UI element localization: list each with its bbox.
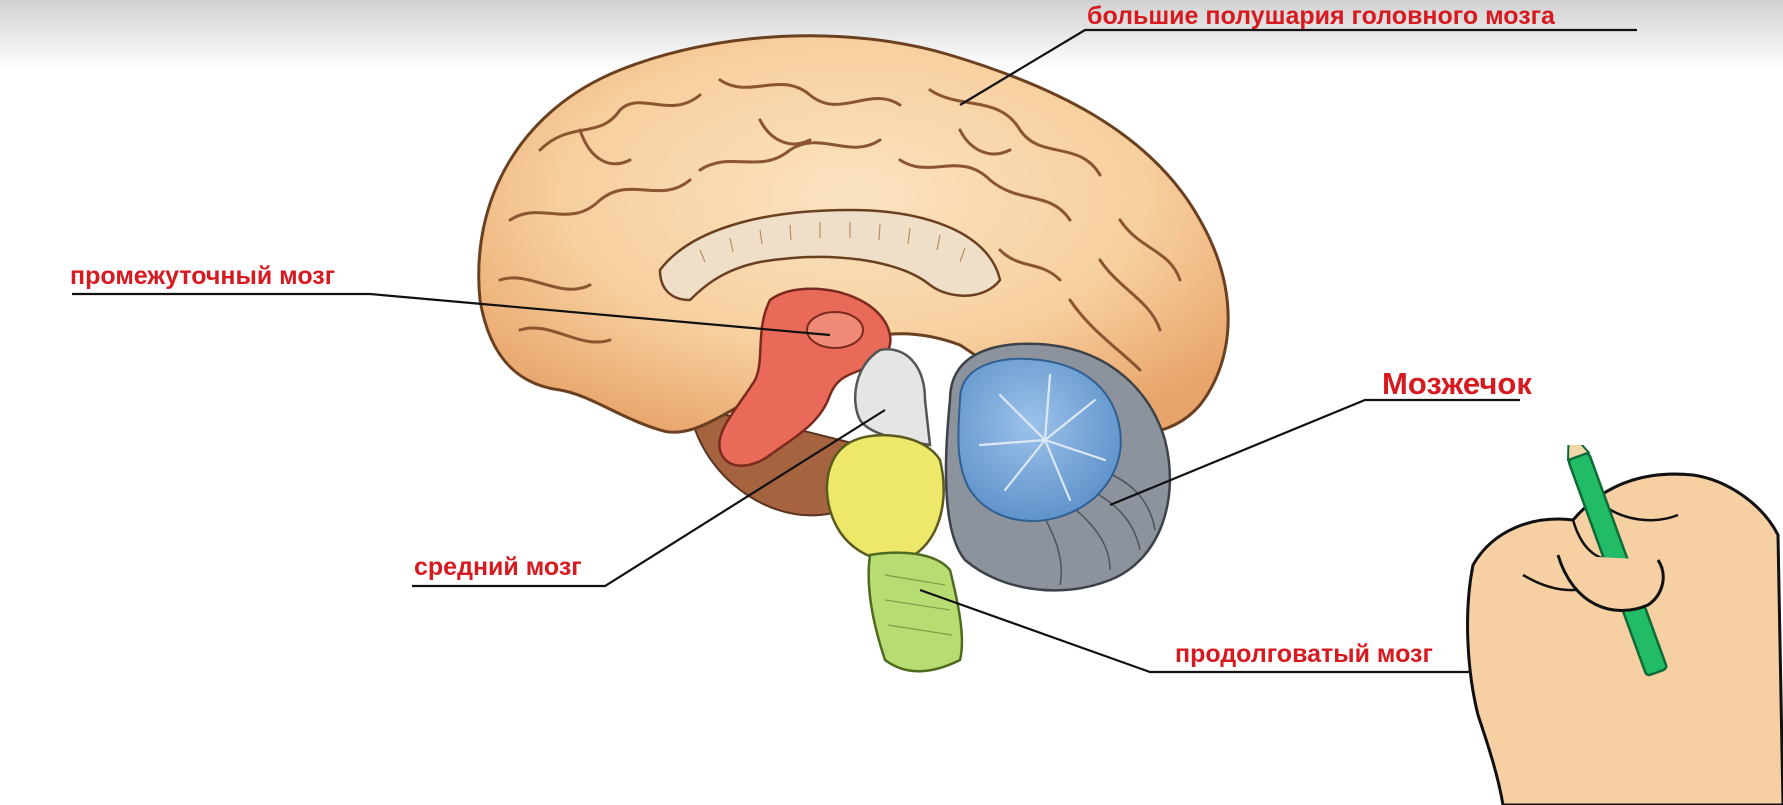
hand-shape [1466,472,1783,805]
label-medulla: продолговатый мозг [1175,640,1433,668]
leader-line-medulla [919,588,1475,674]
medulla-fibers [884,574,953,636]
corpus-callosum [658,208,1002,302]
thalamus [806,311,864,349]
leader-line-midbrain [412,409,886,588]
label-cerebrum: большие полушария головного мозга [1087,2,1555,30]
thumb [1556,554,1665,613]
medulla-region [867,551,964,673]
label-midbrain: средний мозг [414,553,582,581]
leader-line-diencephalon [72,292,831,337]
label-cerebellum: Мозжечок [1382,366,1532,401]
pons-region [825,434,945,562]
leader-lines [72,28,1637,674]
cortex-gyri [498,78,1182,372]
label-diencephalon: промежуточный мозг [70,262,336,290]
callosum-fibers [699,222,966,263]
midbrain-region [853,347,932,447]
arbor-branches [978,373,1107,502]
leader-line-cerebrum [959,28,1637,106]
hand-drawing-icon [1466,445,1783,805]
leader-line-cerebellum [1109,398,1520,507]
